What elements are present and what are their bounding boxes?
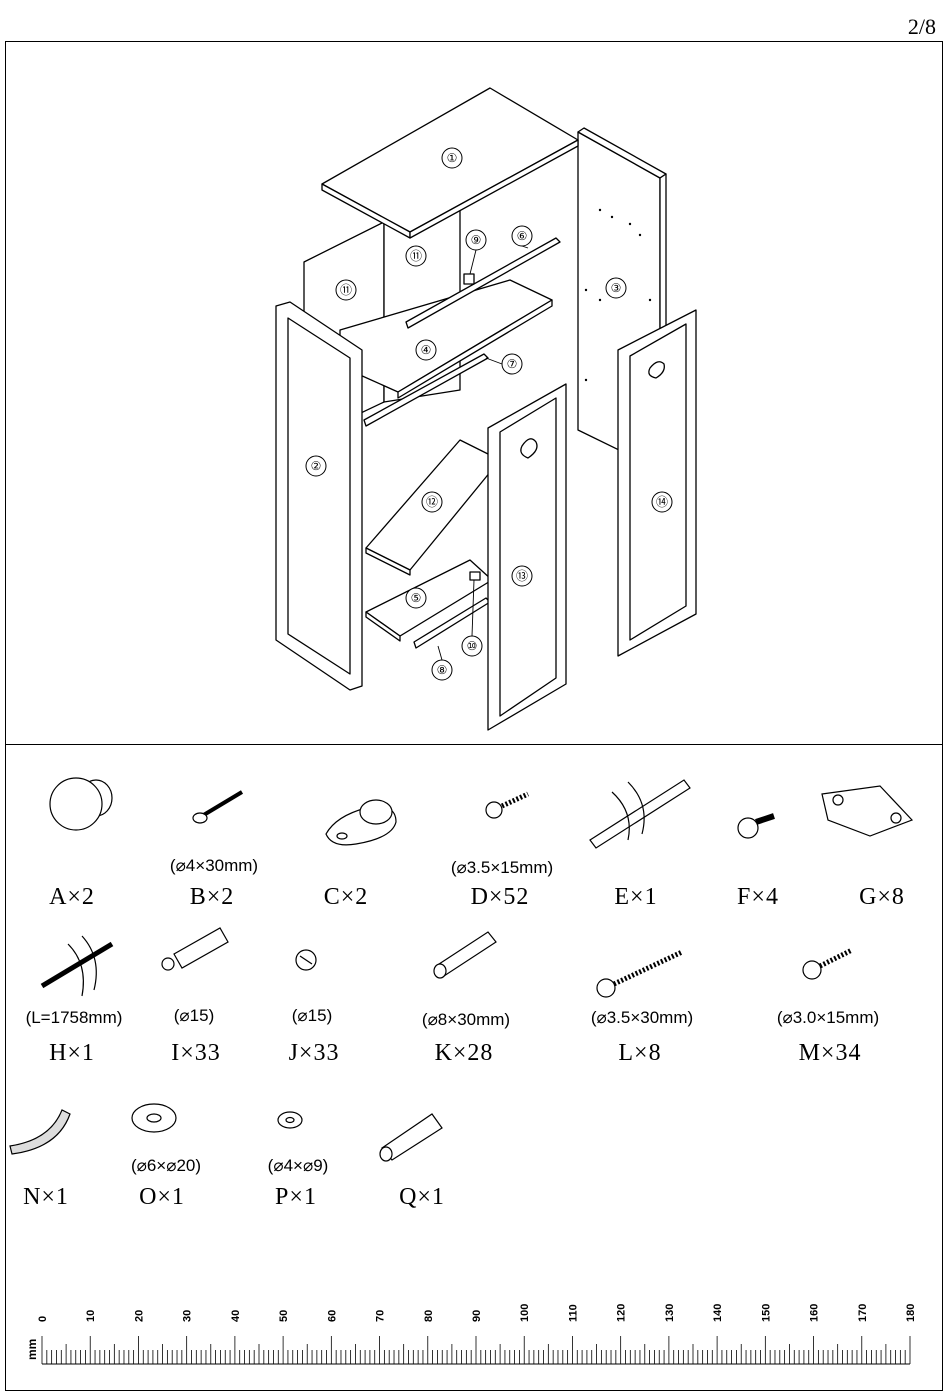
- ruler-label: 150: [760, 1304, 772, 1322]
- ruler-label: 30: [182, 1310, 194, 1322]
- ruler-label: 50: [278, 1310, 290, 1322]
- ruler-label: 0: [37, 1316, 49, 1322]
- ruler-label: 20: [133, 1310, 145, 1322]
- ruler-label: 10: [85, 1310, 97, 1322]
- ruler-label: 140: [712, 1304, 724, 1322]
- ruler-label: 110: [567, 1304, 579, 1322]
- ruler-label: 120: [616, 1304, 628, 1322]
- ruler-label: 90: [471, 1310, 483, 1322]
- ruler-label: 160: [809, 1304, 821, 1322]
- ruler-label: 40: [230, 1310, 242, 1322]
- ruler-label: 60: [326, 1310, 338, 1322]
- ruler-label: 130: [664, 1304, 676, 1322]
- ruler-label: 80: [423, 1310, 435, 1322]
- ruler-label: 70: [375, 1310, 387, 1322]
- ruler-label: 180: [905, 1304, 917, 1322]
- ruler-label: 100: [519, 1304, 531, 1322]
- ruler-label: 170: [857, 1304, 869, 1322]
- ruler-unit: mm: [25, 1339, 39, 1360]
